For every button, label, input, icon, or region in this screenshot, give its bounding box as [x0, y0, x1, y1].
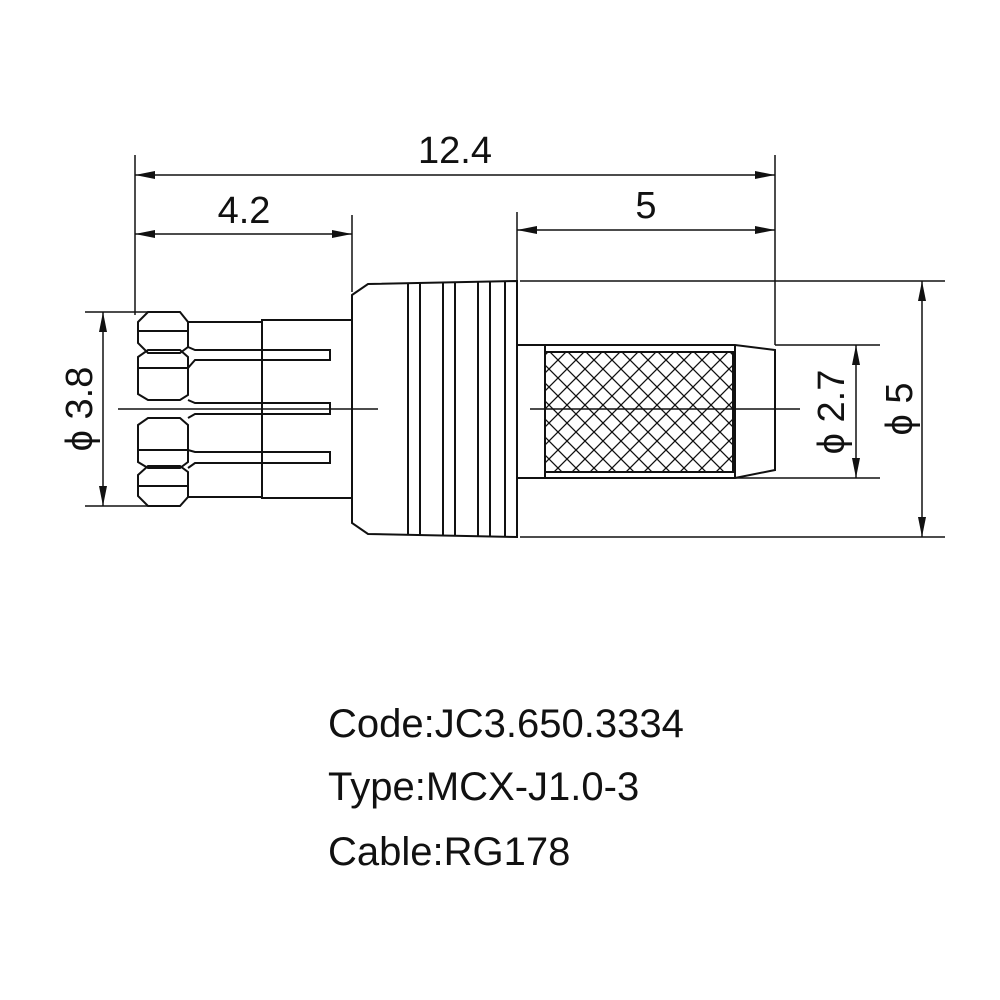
part-code: Code:JC3.650.3334 [328, 702, 684, 746]
overall-length-label: 12.4 [418, 130, 492, 172]
dimension-lines [99, 171, 926, 537]
crimp-ferrule [517, 344, 776, 479]
connector-body [351, 279, 518, 539]
crimp-length-label: 5 [635, 185, 656, 227]
plug-diameter-label: ϕ 3.8 [59, 367, 101, 452]
crimp-diameter-label: ϕ 2.7 [811, 370, 853, 455]
part-type: Type:MCX-J1.0-3 [328, 765, 640, 809]
cable-type: Cable:RG178 [328, 830, 571, 874]
extension-lines [85, 155, 945, 538]
plug-length-label: 4.2 [218, 190, 271, 232]
body-diameter-label: ϕ 5 [879, 383, 921, 436]
